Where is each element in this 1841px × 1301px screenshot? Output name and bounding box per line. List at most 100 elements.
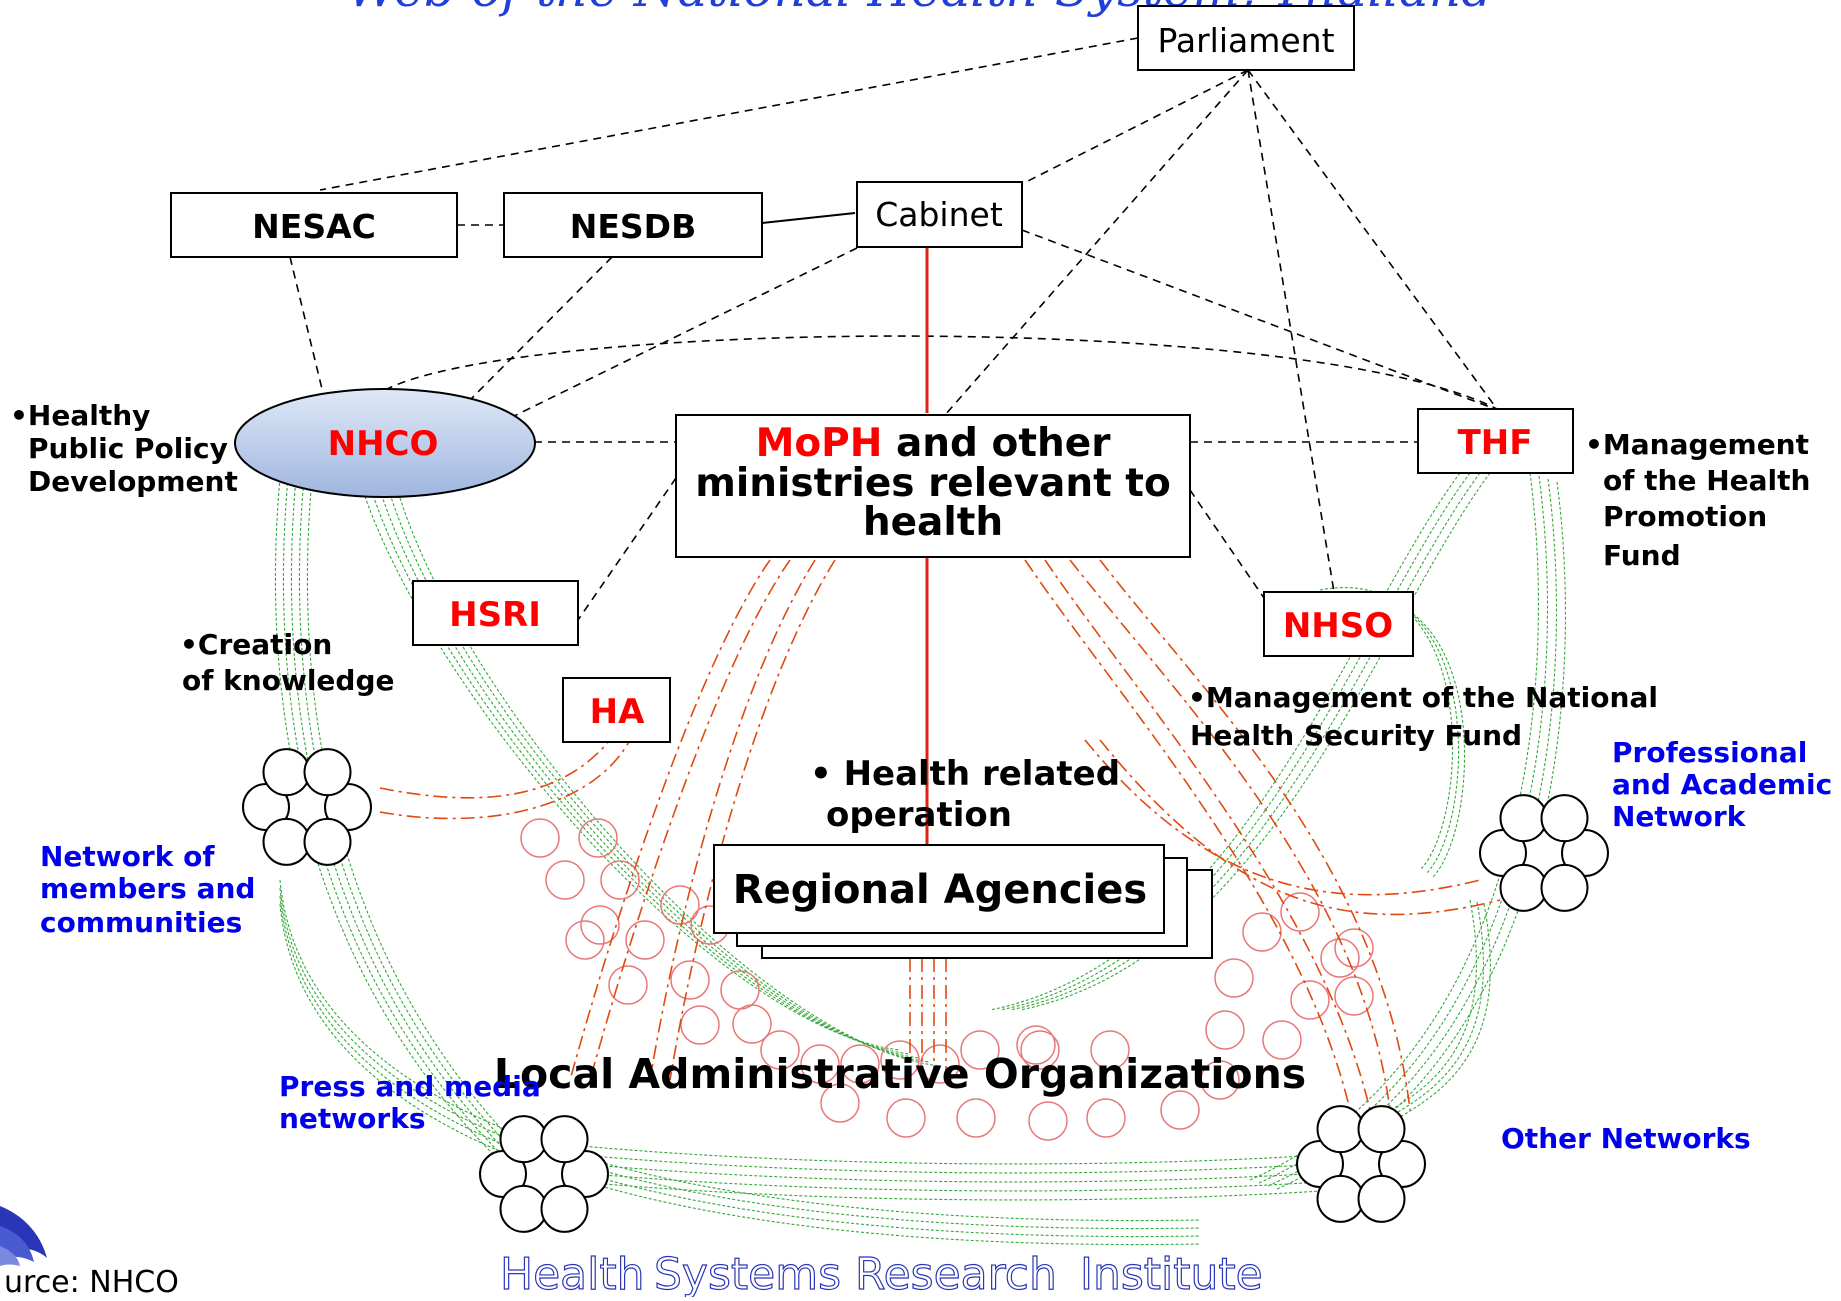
regional-agencies-box: [713, 844, 1165, 934]
relationship-link: [1021, 69, 1249, 185]
local-organization-circle: [820, 1083, 860, 1123]
relationship-link: [319, 37, 1139, 191]
local-organization-circle: [578, 818, 618, 858]
healthy-policy-annotation: •Healthy Public Policy Development: [10, 399, 238, 498]
local-admin-label: Local Administrative Organizations: [494, 1050, 1306, 1098]
local-organization-circle: [1205, 1010, 1245, 1050]
local-organization-circle: [760, 1030, 800, 1070]
local-organization-circle: [960, 1030, 1000, 1070]
nesac-label: NESAC: [252, 207, 376, 246]
network-label-line: and Academic: [1612, 768, 1832, 801]
relationship-link: [1247, 69, 1336, 599]
hsri-box: [412, 580, 579, 646]
network-node: [540, 1184, 589, 1233]
network-node: [540, 1115, 589, 1164]
network-node: [1540, 863, 1589, 912]
source-note: urce: NHCO: [4, 1265, 179, 1297]
local-organization-circle: [1214, 958, 1254, 998]
local-organization-circle: [886, 1098, 926, 1138]
local-organization-circle: [1020, 1030, 1060, 1070]
nesdb-label: NESDB: [570, 207, 696, 246]
professional-other-link: [1336, 901, 1484, 1143]
nhso-role-annotation: •Management of the National Health Secur…: [1188, 681, 1658, 752]
local-organization-circle: [1334, 928, 1374, 968]
nhco-ellipse: [234, 388, 536, 498]
other-network-label: Other Networks: [1501, 1122, 1751, 1155]
local-organization-circle: [520, 818, 560, 858]
annotation-line: •Management of the National: [1188, 681, 1658, 714]
professional-network-label: Professional and Academic Network: [1612, 736, 1832, 833]
nhco-label: NHCO: [328, 424, 439, 464]
network-node: [1316, 1105, 1365, 1154]
press-other-link: [519, 1157, 1391, 1183]
relationship-link: [577, 477, 677, 621]
nhso-box: [1263, 591, 1414, 657]
creation-annotation: •Creation of knowledge: [180, 628, 395, 697]
network-node: [1540, 794, 1589, 843]
nhco-local-link: [379, 489, 921, 1059]
local-organization-circle: [670, 960, 710, 1000]
ha-box: [562, 677, 671, 743]
other-network-cluster: [1296, 1105, 1426, 1223]
relationship-link: [1247, 69, 1498, 410]
press-other-link: [519, 1139, 1391, 1165]
network-node: [262, 748, 311, 797]
network-label-line: networks: [279, 1102, 426, 1135]
network-node: [499, 1184, 548, 1233]
operational-link: [1099, 739, 1501, 916]
local-organization-circle: [580, 905, 620, 945]
operational-link: [1069, 559, 1391, 1111]
parliament-box: [1137, 5, 1355, 71]
network-node: [262, 817, 311, 866]
press-network-label: Press and media networks: [279, 1070, 541, 1135]
relationship-link: [509, 247, 858, 419]
annotation-line: • Health related: [810, 754, 1120, 794]
local-organization-circle: [1262, 1020, 1302, 1060]
local-organization-circle: [1160, 1090, 1200, 1130]
hsri-label: HSRI: [449, 595, 541, 635]
local-organization-circle: [1280, 892, 1320, 932]
professional-network-cluster: [1479, 794, 1609, 912]
operational-link: [379, 739, 611, 799]
operational-link: [669, 559, 836, 1081]
operational-link: [569, 559, 771, 1081]
professional-other-link: [1329, 899, 1477, 1141]
moph-line1-rest: and other: [882, 421, 1111, 466]
thf-local-link: [989, 472, 1461, 1011]
operational-link: [589, 559, 791, 1081]
annotation-line: •Management: [1585, 428, 1809, 461]
nhco-local-link: [389, 493, 931, 1063]
institute-word: Institute: [1080, 1249, 1263, 1297]
institute-word: Systems: [654, 1249, 841, 1297]
institute-wordmark: Health Systems Research Institute: [499, 1248, 1263, 1300]
press-other-link: [519, 1148, 1391, 1174]
network-node: [499, 1115, 548, 1164]
local-organization-circle: [608, 965, 648, 1005]
local-organization-circle: [565, 920, 605, 960]
local-organization-circle: [956, 1098, 996, 1138]
local-organization-circle: [1086, 1098, 1126, 1138]
annotation-line: Public Policy: [28, 432, 228, 465]
moph-line3: health: [863, 500, 1003, 545]
local-organization-circle: [732, 1004, 772, 1044]
thf-local-link: [999, 472, 1471, 1011]
annotation-line: Fund: [1603, 539, 1681, 572]
nhso-label: NHSO: [1283, 606, 1393, 646]
parliament-label: Parliament: [1157, 21, 1334, 60]
network-label-line: members and: [40, 872, 255, 905]
thf-local-link: [1019, 472, 1491, 1011]
press-other-link: [519, 1175, 1391, 1201]
ha-label: HA: [590, 692, 645, 732]
regional-agencies-label: Regional Agencies: [733, 867, 1147, 913]
local-organization-circle: [600, 860, 640, 900]
network-label-line: Professional: [1612, 736, 1807, 769]
local-organization-circle: [1290, 980, 1330, 1020]
network-node: [303, 748, 352, 797]
moph-line2: ministries relevant to: [695, 461, 1171, 506]
annotation-line: of knowledge: [182, 664, 395, 697]
local-organization-circle: [1320, 938, 1360, 978]
local-organization-circle: [545, 860, 585, 900]
operational-links: [379, 559, 1501, 1111]
operational-link: [1024, 559, 1351, 1111]
